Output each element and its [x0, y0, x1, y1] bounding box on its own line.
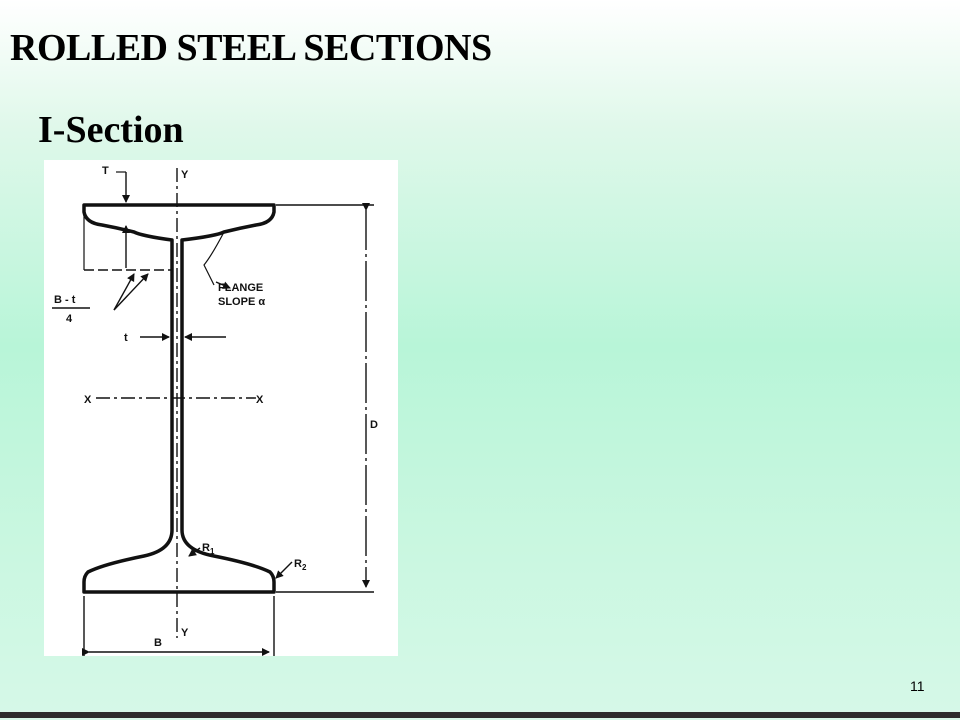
label-flange-slope-line1: FLANGE — [218, 282, 263, 294]
slide-title: ROLLED STEEL SECTIONS — [10, 27, 492, 69]
label-x-axis-left: X — [84, 394, 92, 406]
page-number: 11 — [910, 678, 925, 694]
label-root-radius-main: R — [202, 542, 210, 554]
section-subtitle: I-Section — [38, 109, 184, 151]
label-fraction-denominator: 4 — [66, 313, 73, 325]
label-toe-radius-subscript: 2 — [302, 563, 307, 572]
label-fraction-numerator: B - t — [54, 294, 76, 306]
flange-slope-pointer — [215, 281, 231, 289]
i-section-diagram: T Y Y X X t B - t 4 FLANGE SLOPE α D B R… — [44, 160, 398, 656]
toe-radius-leader — [275, 561, 293, 579]
label-flange-thickness: T — [102, 165, 109, 177]
label-x-axis-right: X — [256, 394, 264, 406]
label-toe-radius-main: R — [294, 558, 302, 570]
root-radius-leader — [188, 547, 201, 557]
label-flange-slope-line2: SLOPE α — [218, 296, 265, 308]
quarter-width-leader-a — [113, 273, 135, 311]
label-width: B — [154, 637, 162, 649]
flange-slope-leader — [203, 231, 225, 286]
i-beam-outline — [82, 203, 276, 594]
label-y-axis-top: Y — [181, 169, 189, 181]
label-web-thickness: t — [124, 332, 128, 344]
quarter-width-leader-b — [113, 273, 149, 311]
i-section-drawing: T Y Y X X t B - t 4 FLANGE SLOPE α D B R… — [52, 165, 378, 656]
footer-divider — [0, 712, 960, 718]
label-toe-radius: R2 — [294, 558, 307, 572]
label-y-axis-bottom: Y — [181, 627, 189, 639]
label-root-radius: R1 — [202, 542, 215, 556]
label-root-radius-subscript: 1 — [210, 547, 215, 556]
label-depth: D — [370, 419, 378, 431]
